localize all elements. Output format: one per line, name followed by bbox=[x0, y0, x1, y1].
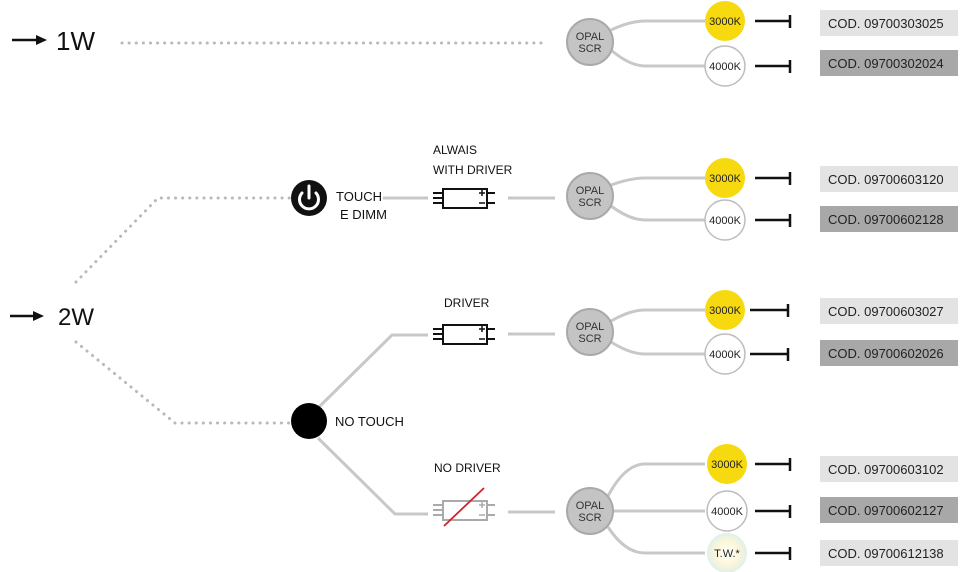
terminal-symbols bbox=[755, 458, 792, 560]
terminal-symbols bbox=[750, 304, 790, 361]
svg-text:OPAL: OPAL bbox=[576, 500, 605, 512]
driver-label: NO DRIVER bbox=[434, 461, 501, 475]
code-box: COD. 09700602128 bbox=[820, 206, 958, 232]
svg-text:COD. 09700602128: COD. 09700602128 bbox=[828, 212, 944, 227]
branch-lines bbox=[606, 462, 705, 555]
temp-3000k: 3000K bbox=[705, 290, 745, 330]
input-2w: 2W bbox=[10, 304, 94, 331]
driver-label: ALWAIS bbox=[433, 143, 477, 157]
svg-text:SCR: SCR bbox=[578, 197, 601, 209]
temp-3000k: 3000K bbox=[705, 158, 745, 198]
touch-dimm-icon bbox=[291, 180, 327, 216]
opal-scr-diffuser: OPAL SCR bbox=[566, 172, 614, 220]
svg-text:SCR: SCR bbox=[578, 333, 601, 345]
no-touch-node bbox=[291, 403, 327, 439]
temp-4000k: 4000K bbox=[706, 490, 748, 532]
terminal-symbols bbox=[755, 15, 792, 73]
code-box: COD. 09700603102 bbox=[820, 456, 958, 482]
branch-lines bbox=[610, 19, 705, 68]
svg-text:COD. 09700603120: COD. 09700603120 bbox=[828, 172, 944, 187]
svg-text:4000K: 4000K bbox=[709, 349, 741, 361]
svg-text:SCR: SCR bbox=[578, 512, 601, 524]
svg-text:COD. 09700302024: COD. 09700302024 bbox=[828, 56, 944, 71]
opal-scr-diffuser: OPAL SCR bbox=[566, 18, 614, 66]
temp-3000k: 3000K bbox=[705, 1, 745, 41]
svg-text:COD. 09700603102: COD. 09700603102 bbox=[828, 462, 944, 477]
driver-label: DRIVER bbox=[444, 296, 490, 310]
svg-text:OPAL: OPAL bbox=[576, 185, 605, 197]
no-touch-label: NO TOUCH bbox=[335, 414, 404, 429]
opal-scr-diffuser: OPAL SCR bbox=[566, 308, 614, 356]
code-box: COD. 09700612138 bbox=[820, 540, 958, 566]
svg-text:COD. 09700602026: COD. 09700602026 bbox=[828, 346, 944, 361]
temp-tunable-white: T.W.* bbox=[707, 533, 747, 572]
temp-4000k: 4000K bbox=[704, 45, 746, 87]
code-box: COD. 09700602127 bbox=[820, 497, 958, 523]
code-box: COD. 09700303025 bbox=[820, 10, 958, 36]
code-box: COD. 09700602026 bbox=[820, 340, 958, 366]
code-box: COD. 09700603027 bbox=[820, 298, 958, 324]
svg-text:T.W.*: T.W.* bbox=[714, 548, 740, 560]
svg-text:3000K: 3000K bbox=[709, 173, 741, 185]
svg-text:3000K: 3000K bbox=[709, 16, 741, 28]
branch-lines bbox=[610, 308, 705, 356]
driver-label: WITH DRIVER bbox=[433, 163, 513, 177]
branch-lines bbox=[316, 333, 428, 516]
code-box: COD. 09700302024 bbox=[820, 50, 958, 76]
temp-3000k: 3000K bbox=[707, 444, 747, 484]
svg-text:4000K: 4000K bbox=[709, 215, 741, 227]
dotted-connector bbox=[74, 196, 292, 425]
svg-text:OPAL: OPAL bbox=[576, 31, 605, 43]
label-1w: 1W bbox=[56, 26, 95, 56]
input-1w: 1W bbox=[12, 26, 95, 56]
svg-text:3000K: 3000K bbox=[709, 305, 741, 317]
svg-text:COD. 09700612138: COD. 09700612138 bbox=[828, 546, 944, 561]
branch-lines bbox=[610, 176, 705, 222]
driver-icon bbox=[433, 188, 495, 209]
svg-text:COD. 09700602127: COD. 09700602127 bbox=[828, 503, 944, 518]
svg-text:COD. 09700603027: COD. 09700603027 bbox=[828, 304, 944, 319]
crossed-driver-icon bbox=[433, 487, 495, 527]
opal-scr-diffuser: OPAL SCR bbox=[566, 487, 614, 535]
svg-text:3000K: 3000K bbox=[711, 459, 743, 471]
svg-text:OPAL: OPAL bbox=[576, 321, 605, 333]
svg-text:4000K: 4000K bbox=[709, 61, 741, 73]
svg-text:COD. 09700303025: COD. 09700303025 bbox=[828, 16, 944, 31]
temp-4000k: 4000K bbox=[704, 199, 746, 241]
touch-label: TOUCH bbox=[336, 189, 382, 204]
touch-label: E DIMM bbox=[340, 207, 387, 222]
label-2w: 2W bbox=[58, 304, 94, 331]
svg-text:SCR: SCR bbox=[578, 43, 601, 55]
driver-icon bbox=[433, 324, 495, 345]
code-box: COD. 09700603120 bbox=[820, 166, 958, 192]
temp-4000k: 4000K bbox=[704, 333, 746, 375]
svg-text:4000K: 4000K bbox=[711, 506, 743, 518]
terminal-symbols bbox=[755, 172, 792, 227]
